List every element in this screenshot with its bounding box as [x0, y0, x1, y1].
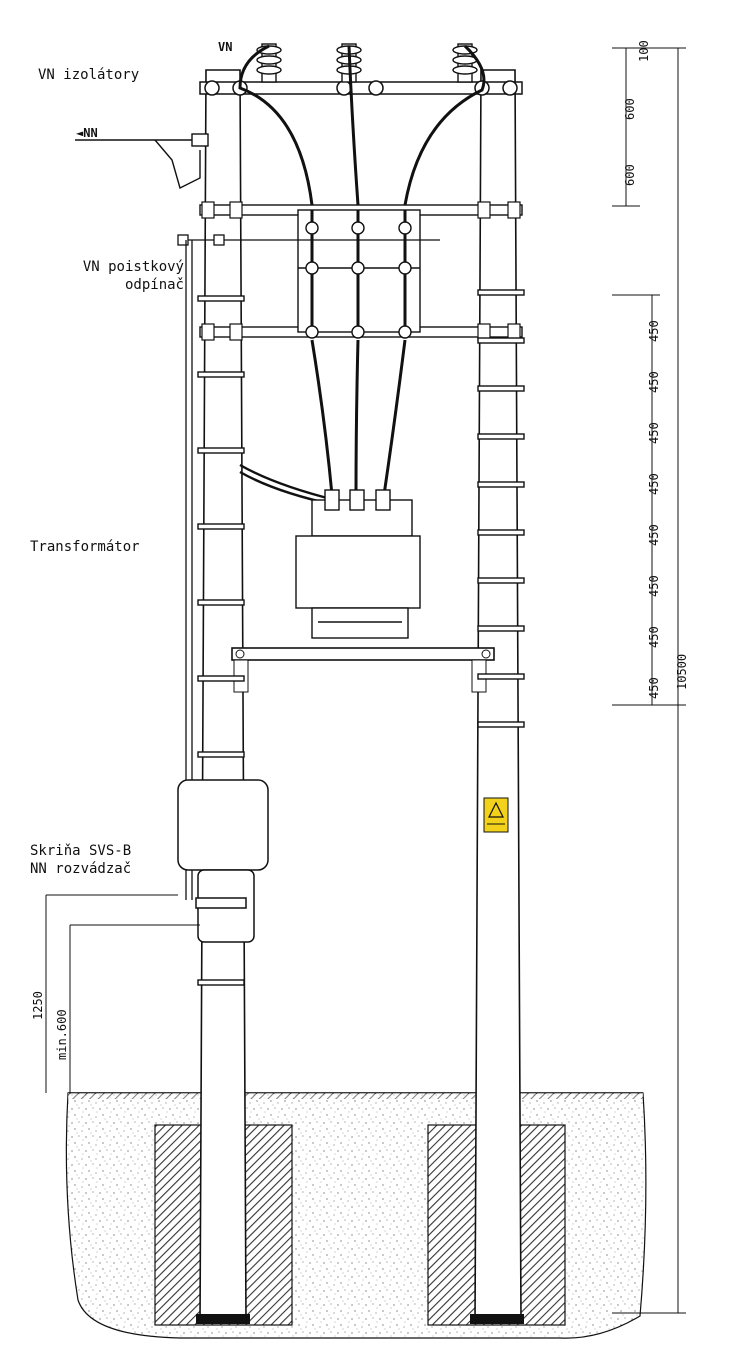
ladder-rung-right — [477, 673, 525, 680]
ladder-rung-right — [477, 337, 525, 344]
dim-ladder-450: 450 — [647, 626, 661, 648]
ladder-rung-right — [477, 721, 525, 728]
ladder-rungs-right — [477, 289, 525, 728]
hv-cables-upper — [238, 44, 486, 206]
ladder-rung-right — [477, 481, 525, 488]
hv-cables-lower — [310, 339, 407, 496]
label-nn-feed: ◄NN — [76, 126, 98, 140]
ladder-rung-left — [197, 675, 245, 682]
label-skrina-line2: NN rozvádzač — [30, 861, 132, 877]
operating-rod — [177, 234, 440, 246]
label-vn-poistkovy-line2: odpínač — [124, 277, 184, 293]
ladder-rung-right — [477, 385, 525, 392]
dim-total: 10500 — [675, 654, 689, 690]
dim-ladder-450: 450 — [647, 320, 661, 342]
ladder-rung-left — [197, 599, 245, 606]
dim-ladder-450: 450 — [647, 422, 661, 444]
label-vn-izolatory: VN izolátory — [38, 67, 140, 83]
ladder-dimension-texts: 450 450 450 450 450 450 450 450 — [647, 320, 661, 699]
dim-100: 100 — [637, 40, 651, 62]
dim-ladder-450: 450 — [647, 524, 661, 546]
ladder-rung-right — [477, 433, 525, 440]
label-vn-top: VN — [218, 40, 233, 54]
transformer-platform — [231, 647, 495, 693]
dim-600-a: 600 — [623, 98, 637, 120]
ladder-rung-left — [197, 447, 245, 454]
dim-ladder-450: 450 — [647, 473, 661, 495]
warning-sign — [483, 797, 509, 833]
dim-min600: min.600 — [55, 1009, 69, 1060]
pole-right — [470, 69, 524, 1324]
lv-cable — [239, 463, 336, 507]
dim-1250: 1250 — [31, 991, 45, 1020]
dim-ladder-450: 450 — [647, 371, 661, 393]
dim-600-b: 600 — [623, 164, 637, 186]
ladder-rung-left — [197, 751, 245, 758]
ladder-rung-right — [477, 625, 525, 632]
label-transformator: Transformátor — [30, 539, 140, 555]
dim-ladder-450: 450 — [647, 575, 661, 597]
ladder-rung-left — [197, 295, 245, 302]
ladder-rung-right — [477, 529, 525, 536]
vn-insulator-right — [452, 43, 478, 83]
label-skrina-line1: Skriňa SVS-B — [30, 843, 132, 859]
ladder-rung-left — [197, 979, 245, 986]
ladder-rung-right — [477, 577, 525, 584]
svs-b-box — [177, 779, 269, 943]
nn-feed-bracket — [75, 133, 209, 190]
label-skrina: Skriňa SVS-B NN rozvádzač — [30, 842, 131, 878]
label-vn-poistkovy-line1: VN poistkový — [82, 259, 184, 275]
label-vn-poistkovy: VN poistkový odpínač — [30, 258, 184, 294]
fuse-disconnector — [297, 209, 421, 339]
ladder-rung-left — [197, 523, 245, 530]
right-dimension-chain — [612, 47, 686, 1314]
pole-left — [196, 69, 250, 1324]
left-dimension-lines — [45, 894, 200, 1093]
dim-ladder-450: 450 — [647, 677, 661, 699]
ladder-rung-left — [197, 371, 245, 378]
ladder-rung-right — [477, 289, 525, 296]
transformer — [295, 489, 421, 639]
